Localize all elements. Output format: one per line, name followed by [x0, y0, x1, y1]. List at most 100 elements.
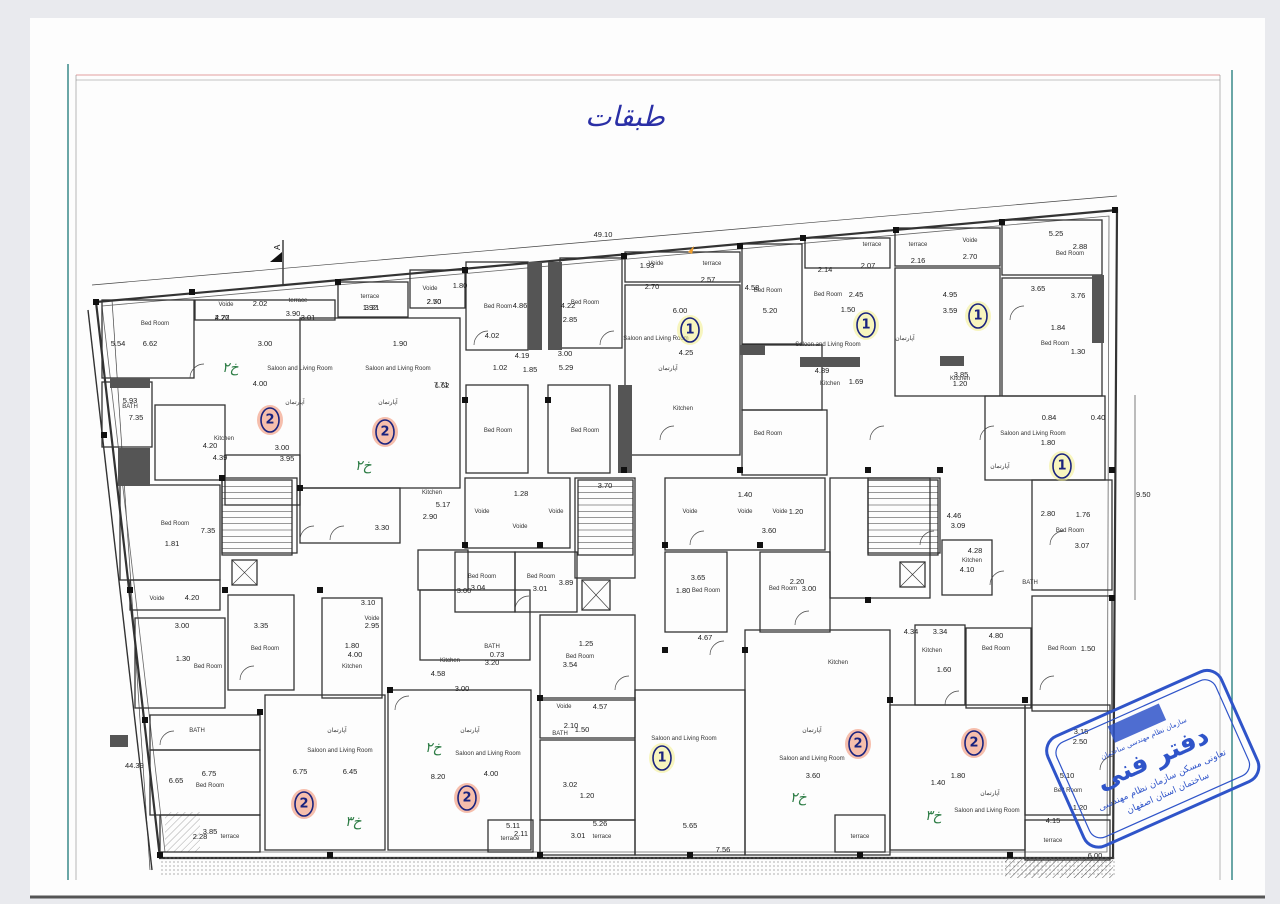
- column: [737, 243, 743, 249]
- room-label-bed: Bed Room: [754, 288, 782, 294]
- door-swing: [159, 730, 175, 746]
- room-label-terrace: terrace: [361, 294, 380, 300]
- column: [545, 397, 551, 403]
- room-wall: [419, 589, 531, 661]
- dimension-value: 1.25: [579, 639, 594, 648]
- dimension-value: 5.10: [1060, 771, 1075, 780]
- room-wall: [894, 267, 1001, 397]
- unit-type1-marker: 1: [1049, 451, 1075, 481]
- door-swing: [919, 530, 935, 546]
- room-wall: [1024, 819, 1111, 861]
- room-label-terrace: terrace: [851, 834, 870, 840]
- room-wall: [417, 549, 469, 591]
- room-label-bed: Bed Room: [1056, 528, 1084, 534]
- room-wall: [194, 299, 336, 321]
- dimension-value: 1.20: [953, 379, 968, 388]
- unit-type2-marker: 2: [372, 417, 398, 447]
- dimension-value: 4.22: [561, 301, 576, 310]
- room-label-bed: Bed Room: [141, 321, 169, 327]
- dimension-value: 4.89: [815, 366, 830, 375]
- room-label-bed: Bed Room: [1054, 788, 1082, 794]
- unit-number: 1: [861, 318, 870, 333]
- dimension-value: 7.35: [201, 526, 216, 535]
- dimension-value: 1.84: [1051, 323, 1066, 332]
- top-dimension-value: 2.70: [645, 282, 660, 291]
- thick-wall: [1092, 275, 1104, 343]
- dimension-value: 2.90: [423, 512, 438, 521]
- dimension-value: 5.26: [593, 819, 608, 828]
- column: [887, 697, 893, 703]
- top-dimension-value: 2.70: [427, 297, 442, 306]
- dimension-value: 5.17: [436, 500, 451, 509]
- dimension-value: 8.20: [431, 772, 446, 781]
- door-swing: [1009, 305, 1025, 321]
- room-wall: [154, 404, 226, 481]
- dimension-value: 1.60: [937, 665, 952, 674]
- room-wall: [624, 251, 741, 283]
- room-label-bed: Bed Room: [754, 431, 782, 437]
- column: [1112, 207, 1118, 213]
- room-wall: [965, 627, 1032, 709]
- room-label-bed: Bed Room: [571, 428, 599, 434]
- room-label-bath: BATH: [552, 731, 568, 737]
- column: [127, 587, 133, 593]
- dimension-value: 3.76: [1071, 291, 1086, 300]
- dimension-value: 4.67: [698, 633, 713, 642]
- dimension-value: 5.11: [506, 821, 520, 830]
- door-swing: [189, 363, 205, 379]
- dimension-value: 1.85: [523, 365, 538, 374]
- dimension-value: 4.27: [215, 313, 230, 322]
- column: [317, 587, 323, 593]
- door-swing: [989, 570, 1005, 586]
- dimension-value: 5.93: [123, 396, 138, 405]
- room-label-bed: Bed Room: [484, 304, 512, 310]
- room-label-saloon: Saloon and Living Room: [623, 336, 688, 342]
- door-swing: [1049, 530, 1065, 546]
- column: [537, 542, 543, 548]
- overall-width-dimension: 49.10: [91, 195, 1118, 286]
- dimension-value: 5.54: [111, 339, 126, 348]
- svg-text:44.39: 44.39: [125, 761, 144, 770]
- apartment-tag: آپارتمان: [327, 726, 347, 734]
- dimension-value: 4.57: [593, 702, 608, 711]
- dimension-value: 4.10: [960, 565, 975, 574]
- room-label-bed: Bed Room: [769, 586, 797, 592]
- room-label-saloon: Saloon and Living Room: [954, 808, 1019, 814]
- dimension-value: 1.20: [580, 791, 595, 800]
- thick-wall: [110, 735, 128, 747]
- dimension-value: 1.80: [345, 641, 360, 650]
- handwritten-note: خ۲: [222, 360, 240, 376]
- door-swing: [394, 695, 410, 711]
- door-swing: [659, 425, 675, 441]
- room-label-terrace: terrace: [909, 242, 928, 248]
- stair-center: [577, 479, 634, 556]
- dimension-value: 4.39: [213, 453, 228, 462]
- dimension-value: 3.54: [563, 660, 578, 669]
- column: [1007, 852, 1013, 858]
- dimension-value: 1.50: [841, 305, 856, 314]
- apartment-tag: آپارتمان: [895, 334, 915, 342]
- room-wall: [321, 597, 383, 699]
- dimension-value: 4.58: [745, 283, 760, 292]
- room-wall: [741, 409, 828, 476]
- room-label-voide: Voide: [962, 238, 978, 244]
- room-label-bed: Bed Room: [251, 646, 279, 652]
- room-label-voide: Voide: [682, 509, 698, 515]
- column: [1109, 595, 1115, 601]
- room-label-kitchen: Kitchen: [342, 664, 362, 670]
- room-wall: [539, 614, 636, 701]
- room-wall: [1031, 595, 1113, 712]
- dimension-value: 4.80: [989, 631, 1004, 640]
- dimension-value: 7.35: [129, 413, 144, 422]
- door-swing: [709, 640, 725, 656]
- room-wall: [664, 551, 728, 633]
- dimension-value: 2.11: [514, 829, 528, 838]
- room-label-voide: Voide: [218, 302, 234, 308]
- dimension-value: 1.02: [493, 363, 508, 372]
- dimension-value: 4.02: [485, 331, 500, 340]
- column: [737, 467, 743, 473]
- room-wall: [129, 579, 221, 611]
- svg-text:49.10: 49.10: [594, 230, 613, 239]
- left-depth-dimension: 44.39: [111, 299, 151, 871]
